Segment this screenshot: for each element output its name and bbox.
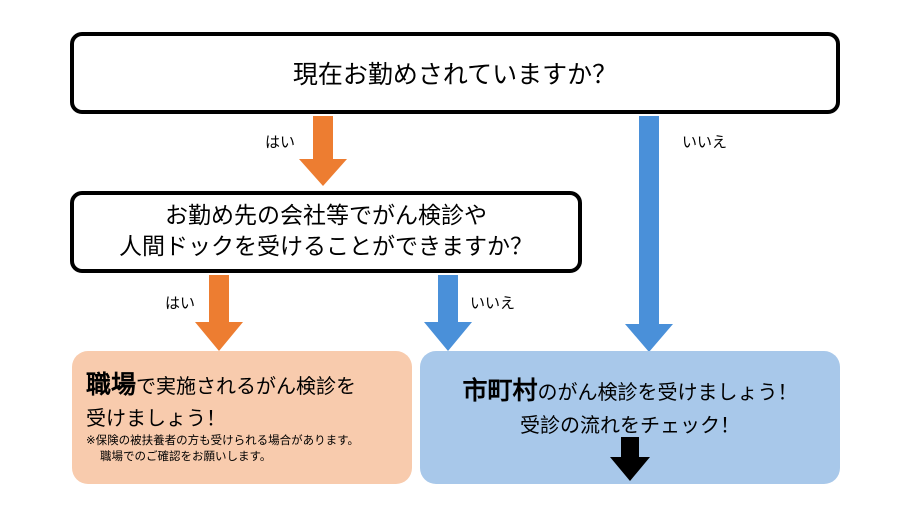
arrow-q1-no: [625, 116, 673, 352]
workplace-note2: 職場でのご確認をお願いします。: [100, 449, 272, 463]
city-title-bold: 市町村: [462, 376, 538, 405]
city-line2: 受診の流れをチェック！: [520, 413, 740, 437]
workplace-line2: 受けましょう！: [86, 406, 226, 430]
question-1-text: 現在お勤めされていますか？: [292, 60, 618, 89]
arrow-q1-yes: [299, 116, 347, 186]
down-arrow-icon: [610, 437, 650, 481]
result-workplace-box: 職場で実施されるがん検診を 受けましょう！ ※保険の被扶養者の方も受けられる場合…: [72, 351, 412, 484]
label-q2-yes: はい: [165, 294, 196, 312]
city-title-rest: のがん検診を受けましょう！: [537, 380, 798, 404]
label-q1-yes: はい: [265, 133, 296, 151]
arrow-q2-yes: [195, 275, 243, 351]
question-2-box: お勤め先の会社等でがん検診や 人間ドックを受けることができますか？: [70, 191, 582, 273]
arrow-q2-no: [424, 275, 472, 351]
workplace-note1: ※保険の被扶養者の方も受けられる場合があります。: [86, 433, 359, 447]
workplace-title-bold: 職場: [86, 370, 137, 399]
question-2-line2: 人間ドックを受けることができますか？: [119, 234, 533, 260]
result-city-box: 市町村のがん検診を受けましょう！ 受診の流れをチェック！: [420, 351, 840, 484]
label-q2-no: いいえ: [470, 294, 516, 312]
workplace-title-rest: で実施されるがん検診を: [136, 374, 357, 398]
question-1-box: 現在お勤めされていますか？: [70, 32, 840, 114]
label-q1-no: いいえ: [682, 133, 728, 151]
question-2-line1: お勤め先の会社等でがん検診や: [165, 203, 487, 229]
